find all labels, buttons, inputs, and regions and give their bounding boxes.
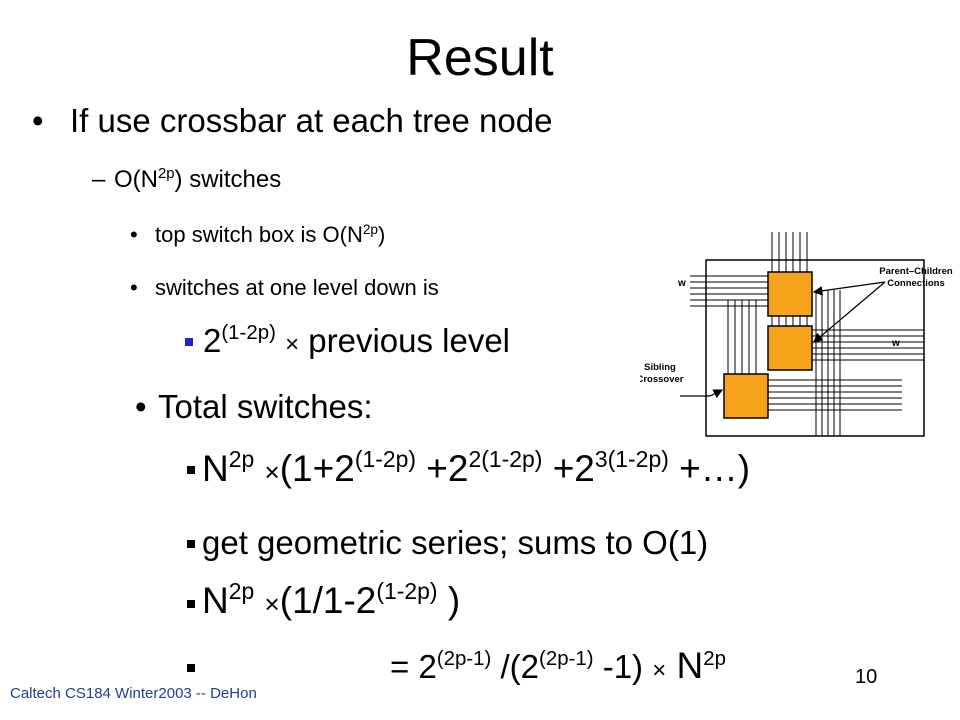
eq3-nsup: 2p	[703, 647, 726, 671]
eq1-s2: 2(1-2p)	[468, 445, 543, 472]
eq2-times: ×	[264, 589, 280, 619]
bullet-crossbar-text: If use crossbar at each tree node	[70, 102, 553, 139]
eq1-d: +…)	[668, 448, 751, 489]
parent-children-label-2: Connections	[887, 278, 945, 289]
square-bullet	[187, 600, 195, 608]
eq2-nsup: 2p	[228, 577, 255, 604]
previous-level-post: previous level	[299, 322, 511, 359]
eq3-times: ×	[652, 657, 667, 684]
eq2-n: N	[202, 580, 229, 621]
eq3-c: -1)	[593, 648, 644, 685]
total-switches-label: Total switches:	[158, 388, 373, 425]
footer-credit: Caltech CS184 Winter2003 -- DeHon	[10, 685, 257, 702]
top-switch-pre: top switch box is O(N	[155, 222, 363, 247]
eq3-n: N	[666, 645, 704, 686]
eq3-a: = 2	[390, 648, 437, 685]
sibling-label-2: Crossover	[640, 374, 684, 385]
eq1-times: ×	[264, 457, 280, 487]
dash-marker: –	[92, 166, 106, 193]
switch-count-post: ) switches	[174, 166, 282, 193]
closed-form-expression: N2p ×(1/1-2(1-2p) )	[202, 577, 461, 622]
bullet-dot-sub2: •	[130, 222, 138, 247]
geometric-series-line: get geometric series; sums to O(1)	[202, 524, 709, 561]
eq1-s1: (1-2p)	[354, 445, 416, 472]
tree-switch-diagram: w w Parent–Children Connections Sibling …	[640, 232, 953, 437]
slide-title: Result	[406, 29, 554, 87]
top-switch-line: top switch box is O(N2p)	[155, 222, 385, 248]
eq1-a: (1+2	[279, 448, 355, 489]
eq2-b: )	[437, 580, 461, 621]
eq1-b: +2	[416, 448, 469, 489]
final-expression: = 2(2p-1) /(2(2p-1) -1) × N2p	[390, 645, 726, 687]
top-switch-post: )	[378, 222, 386, 247]
w-label-right: w	[891, 338, 900, 349]
previous-level-sup: (1-2p)	[221, 321, 276, 345]
eq1-c: +2	[542, 448, 595, 489]
sum-expression: N2p ×(1+2(1-2p) +22(1-2p) +23(1-2p) +…)	[202, 445, 751, 490]
bullet-dot-sub3: •	[130, 275, 138, 300]
top-switch-box	[767, 271, 813, 317]
middle-switch-box	[767, 325, 813, 371]
bullet-dot-total: •	[135, 388, 147, 425]
switch-count-sup: 2p	[158, 165, 175, 182]
switch-count-line: O(N2p) switches	[114, 166, 281, 194]
eq1-n: N	[202, 448, 229, 489]
eq3-s2: (2p-1)	[539, 647, 594, 671]
previous-level-line: 2(1-2p) × previous level	[203, 322, 510, 360]
previous-level-base: 2	[203, 322, 222, 359]
eq2-s1: (1-2p)	[376, 577, 438, 604]
parent-children-label-1: Parent–Children	[879, 266, 953, 277]
eq1-s3: 3(1-2p)	[594, 445, 669, 472]
square-bullet	[187, 540, 195, 548]
bullet-dot: •	[32, 102, 44, 139]
eq3-s1: (2p-1)	[436, 647, 492, 671]
times-sign: ×	[285, 331, 300, 358]
eq3-b: /(2	[491, 648, 540, 685]
square-bullet	[187, 466, 195, 474]
eq2-a: (1/1-2	[279, 580, 377, 621]
bottom-switch-box	[723, 373, 769, 419]
outer-frame	[705, 259, 925, 437]
eq1-nsup: 2p	[228, 445, 255, 472]
switch-count-pre: O(N	[114, 166, 158, 193]
wire-grid	[690, 232, 924, 436]
level-down-line: switches at one level down is	[155, 275, 439, 300]
w-label-left: w	[677, 278, 686, 289]
sibling-label-1: Sibling	[644, 362, 676, 373]
bullet-crossbar: •	[32, 102, 44, 140]
page-number: 10	[855, 666, 878, 688]
top-switch-sup: 2p	[362, 221, 378, 237]
square-bullet	[187, 664, 195, 672]
square-bullet	[185, 338, 193, 346]
